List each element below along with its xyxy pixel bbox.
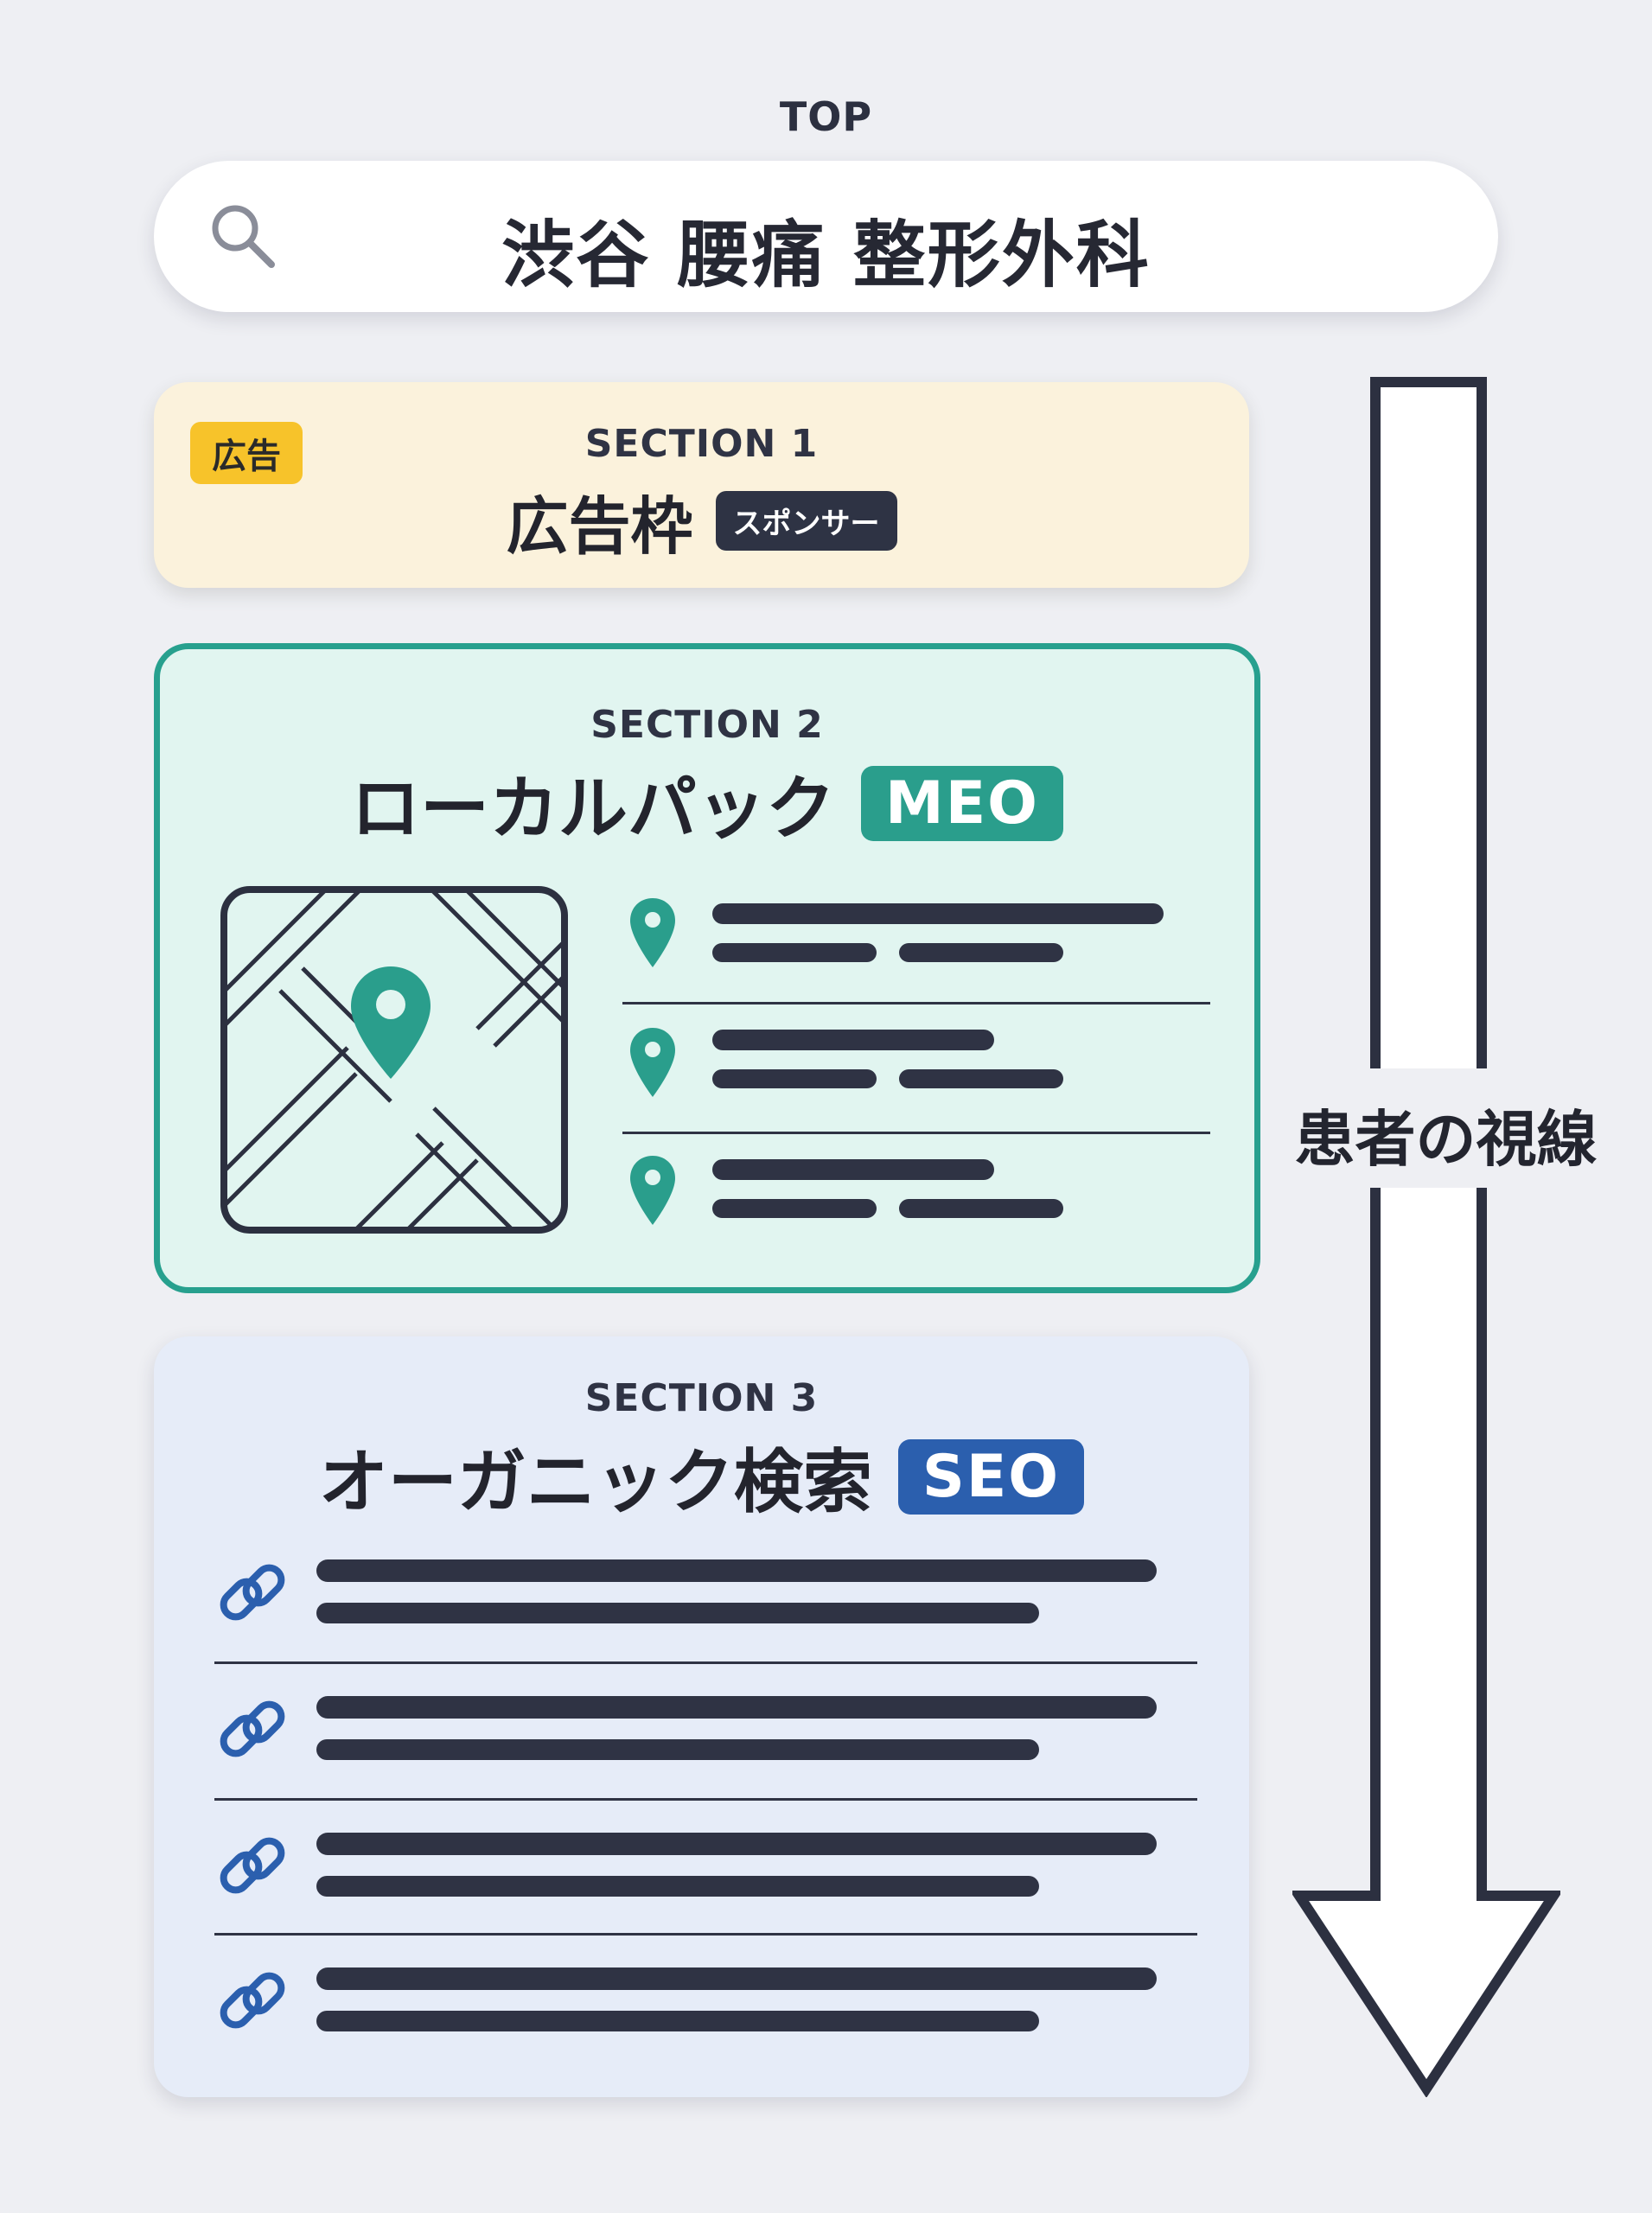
sponsor-badge: スポンサー (715, 491, 897, 551)
search-icon (212, 205, 275, 268)
section-label: SECTION 1 (584, 422, 819, 466)
listing-detail-placeholder (899, 1199, 1063, 1218)
map-icon (220, 886, 568, 1234)
result-title-placeholder (316, 1833, 1157, 1855)
local-listings (622, 895, 1210, 1240)
search-query: 渋谷 腰痛 整形外科 (501, 213, 1151, 297)
section-title-row: オーガニック検索 SEO (154, 1426, 1249, 1527)
result-snippet-placeholder (316, 1603, 1039, 1623)
result-snippet-placeholder (316, 2011, 1039, 2031)
local-listing[interactable] (622, 1152, 1210, 1247)
ad-tag: 広告 (190, 422, 303, 484)
divider (214, 1933, 1197, 1936)
divider (214, 1798, 1197, 1801)
section-label: SECTION 2 (590, 703, 824, 747)
listing-name-placeholder (712, 903, 1164, 924)
section-title: 広告枠 (506, 490, 693, 563)
result-snippet-placeholder (316, 1876, 1039, 1897)
divider (214, 1661, 1197, 1664)
meo-badge: MEO (861, 765, 1063, 841)
section-title-row: ローカルパック MEO (160, 753, 1254, 853)
seo-badge: SEO (897, 1438, 1085, 1515)
section-title-row: 広告枠 スポンサー (154, 475, 1249, 566)
gaze-label-backdrop (1366, 1068, 1487, 1188)
listing-detail-placeholder (899, 943, 1063, 962)
location-pin-icon (630, 1156, 675, 1225)
link-icon (220, 1700, 285, 1757)
gaze-arrow-icon (1292, 377, 1560, 2097)
local-listing[interactable] (622, 895, 1210, 998)
organic-result[interactable] (214, 1827, 1157, 1914)
section-label: SECTION 3 (584, 1376, 819, 1420)
link-icon (220, 1564, 285, 1621)
organic-result[interactable] (214, 1554, 1157, 1641)
listing-detail-placeholder (712, 1199, 877, 1218)
link-icon (220, 1837, 285, 1894)
divider (622, 1132, 1210, 1134)
listing-name-placeholder (712, 1030, 994, 1050)
section-local-pack: SECTION 2 ローカルパック MEO (154, 643, 1260, 1293)
search-bar[interactable]: 渋谷 腰痛 整形外科 (154, 161, 1498, 312)
organic-result[interactable] (214, 1962, 1157, 2049)
result-title-placeholder (316, 1696, 1157, 1719)
local-listing[interactable] (622, 1024, 1210, 1128)
section-organic: SECTION 3 オーガニック検索 SEO (154, 1336, 1249, 2097)
result-title-placeholder (316, 1559, 1157, 1582)
result-title-placeholder (316, 1967, 1157, 1990)
listing-detail-placeholder (712, 943, 877, 962)
section-title: ローカルパック (351, 768, 836, 849)
section-title: オーガニック検索 (318, 1442, 872, 1522)
organic-result[interactable] (214, 1691, 1157, 1777)
listing-detail-placeholder (899, 1069, 1063, 1088)
listing-detail-placeholder (712, 1069, 877, 1088)
location-pin-icon (630, 898, 675, 967)
link-icon (220, 1972, 285, 2029)
top-label: TOP (779, 93, 873, 140)
listing-name-placeholder (712, 1159, 994, 1180)
gaze-label: 患者の視線 (1294, 1104, 1598, 1175)
location-pin-icon (630, 1028, 675, 1097)
section-ads: 広告 SECTION 1 広告枠 スポンサー (154, 382, 1249, 588)
result-snippet-placeholder (316, 1739, 1039, 1760)
divider (622, 1002, 1210, 1004)
